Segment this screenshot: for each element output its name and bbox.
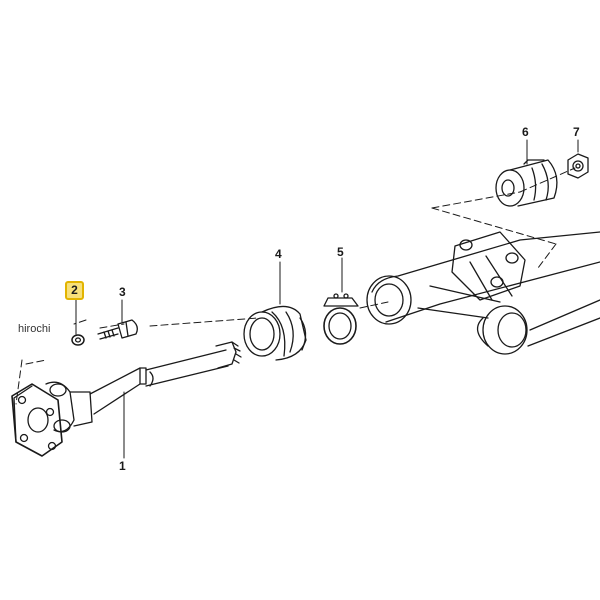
assembly-lines xyxy=(15,167,576,405)
drive-shaft xyxy=(11,341,242,459)
callout-5: 5 xyxy=(337,245,344,259)
callout-1: 1 xyxy=(119,459,126,473)
swing-arm xyxy=(366,231,600,355)
rubber-bushing xyxy=(495,139,558,207)
callout-3: 3 xyxy=(119,285,126,299)
washer xyxy=(71,299,85,346)
callout-6: 6 xyxy=(522,125,529,139)
rubber-boot xyxy=(243,261,307,361)
callout-4: 4 xyxy=(275,247,282,261)
nut xyxy=(567,139,589,179)
highlighted-callout-2: 2 xyxy=(65,281,84,300)
watermark: hirochi xyxy=(18,323,51,335)
callout-2: 2 xyxy=(71,283,78,297)
callout-7: 7 xyxy=(573,125,580,139)
hose-clamp xyxy=(323,257,359,345)
bolt xyxy=(97,299,138,340)
